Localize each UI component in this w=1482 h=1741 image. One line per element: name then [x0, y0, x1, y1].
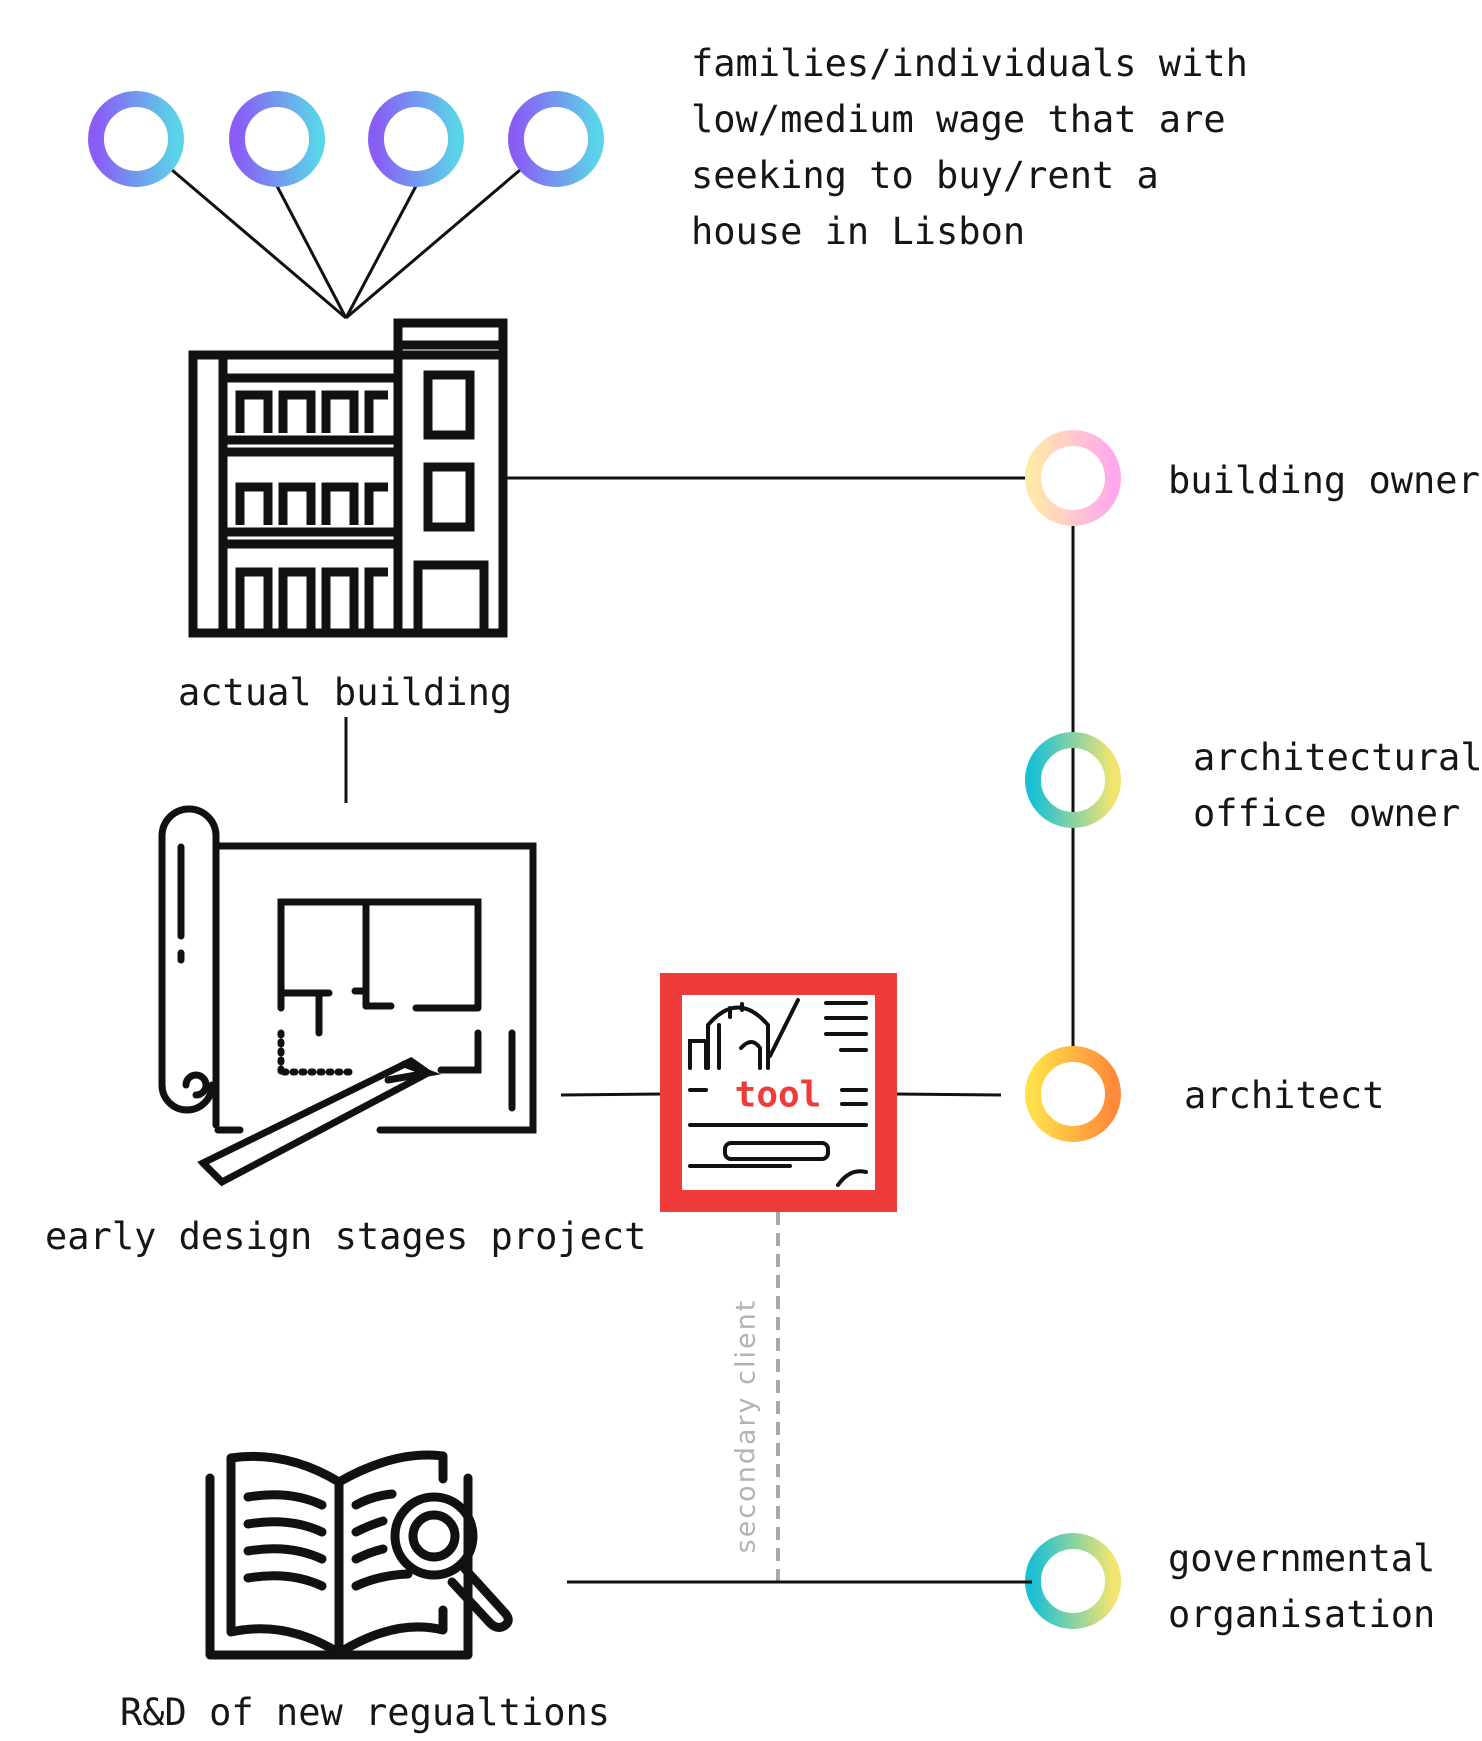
family-rings: [88, 91, 604, 187]
tool-label: tool: [728, 1074, 828, 1116]
office-owner-label-line-2: office owner: [1193, 792, 1461, 835]
ring-icon: [88, 91, 184, 187]
ring-icon: [508, 91, 604, 187]
governmental-ring-icon: [1025, 1533, 1121, 1629]
families-description-line-2: low/medium wage that are: [691, 98, 1226, 141]
family-connectors: [171, 168, 521, 320]
rnd-label: R&D of new regualtions: [120, 1691, 611, 1734]
governmental-label-line-2: organisation: [1168, 1593, 1436, 1636]
families-description-line-4: house in Lisbon: [691, 210, 1026, 253]
early-design-label: early design stages project: [45, 1215, 647, 1258]
project-to-tool-connector: [560, 1092, 666, 1097]
office-owner-ring-icon: [1025, 732, 1121, 828]
families-description-line-3: seeking to buy/rent a: [691, 154, 1159, 197]
book-search-icon: [205, 1450, 513, 1660]
building-owner-label: building owner: [1168, 459, 1480, 502]
tool-to-architect-connector: [894, 1092, 1002, 1097]
office-owner-label-line-1: architectural: [1193, 736, 1482, 779]
actual-building-label: actual building: [178, 671, 513, 714]
secondary-client-label: secondary client: [730, 1298, 762, 1554]
ring-icon: [229, 91, 325, 187]
architect-label: architect: [1184, 1074, 1385, 1117]
families-description-line-1: families/individuals with: [691, 42, 1248, 85]
ring-icon: [368, 91, 464, 187]
blueprint-icon: [158, 805, 537, 1187]
architect-ring-icon: [1025, 1046, 1121, 1142]
building-owner-ring-icon: [1025, 430, 1121, 526]
building-icon: [188, 318, 508, 638]
governmental-label-line-1: governmental: [1168, 1537, 1436, 1580]
